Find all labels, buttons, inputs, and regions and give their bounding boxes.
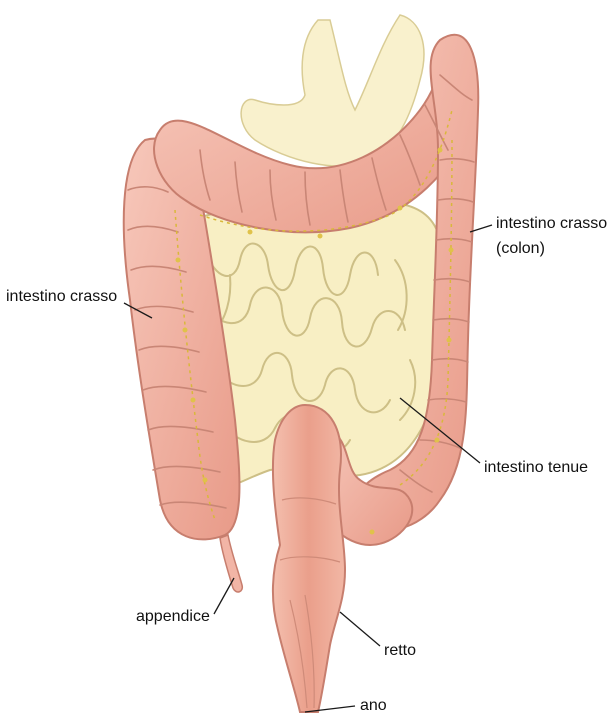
label-colon-line2: (colon)	[496, 239, 607, 258]
label-ano: ano	[360, 696, 387, 715]
label-intestino-crasso-left: intestino crasso	[6, 287, 117, 306]
label-retto: retto	[384, 641, 416, 660]
label-intestino-tenue: intestino tenue	[484, 458, 588, 477]
label-intestino-crasso-colon: intestino crasso (colon)	[496, 214, 607, 258]
label-intestino-crasso-line1: intestino crasso	[496, 214, 607, 233]
leader-retto	[340, 612, 380, 646]
label-appendice: appendice	[136, 607, 210, 626]
leader-appendice	[214, 578, 234, 614]
